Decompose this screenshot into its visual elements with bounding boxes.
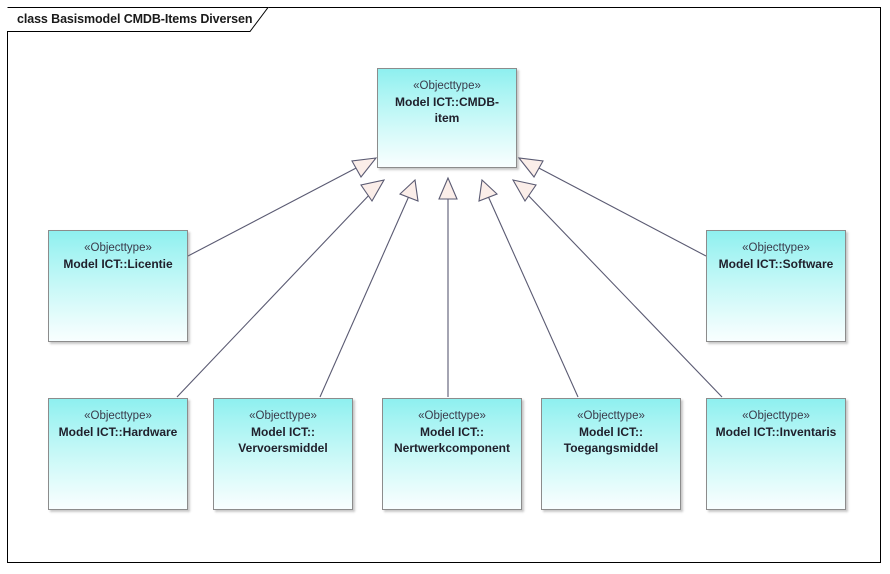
class-name-line-1: Model ICT::Licentie — [63, 257, 173, 271]
class-name-line-1: Model ICT:: — [579, 425, 643, 439]
class-name-line-1: Model ICT::CMDB- — [395, 95, 499, 109]
class-stereotype: «Objecttype» — [249, 410, 317, 422]
class-name-line-1: Model ICT::Inventaris — [715, 425, 837, 439]
diagram-title-tab: class Basismodel CMDB-Items Diversen — [7, 7, 269, 32]
class-node-software[interactable]: «Objecttype» Model ICT::Software — [706, 230, 846, 342]
class-node-inventaris[interactable]: «Objecttype» Model ICT::Inventaris — [706, 398, 846, 510]
class-stereotype: «Objecttype» — [742, 242, 810, 254]
class-stereotype: «Objecttype» — [84, 410, 152, 422]
class-node-hardware[interactable]: «Objecttype» Model ICT::Hardware — [48, 398, 188, 510]
class-name-line-2: Vervoersmiddel — [238, 441, 328, 455]
diagram-title: class Basismodel CMDB-Items Diversen — [17, 12, 253, 26]
title-tab-outline — [7, 7, 269, 32]
class-stereotype: «Objecttype» — [742, 410, 810, 422]
class-name-line-2: item — [434, 111, 460, 125]
class-name-line-1: Model ICT:: — [251, 425, 315, 439]
class-stereotype: «Objecttype» — [418, 410, 486, 422]
class-name-line-2: Toegangsmiddel — [563, 441, 659, 455]
class-name-line-2: Nertwerkcomponent — [393, 441, 511, 455]
class-stereotype: «Objecttype» — [84, 242, 152, 254]
title-tab-background — [7, 7, 269, 31]
class-node-vervoersmiddel[interactable]: «Objecttype» Model ICT:: Vervoersmiddel — [213, 398, 353, 510]
diagram-frame — [7, 7, 881, 563]
class-name-line-1: Model ICT:: — [420, 425, 484, 439]
class-name-line-1: Model ICT::Hardware — [58, 425, 178, 439]
class-node-licentie[interactable]: «Objecttype» Model ICT::Licentie — [48, 230, 188, 342]
class-node-nertwerkcomponent[interactable]: «Objecttype» Model ICT:: Nertwerkcompone… — [382, 398, 522, 510]
class-stereotype: «Objecttype» — [413, 80, 481, 92]
class-name-line-1: Model ICT::Software — [718, 257, 834, 271]
class-node-toegangsmiddel[interactable]: «Objecttype» Model ICT:: Toegangsmiddel — [541, 398, 681, 510]
class-node-cmdb-item[interactable]: «Objecttype» Model ICT::CMDB- item — [377, 68, 517, 168]
class-stereotype: «Objecttype» — [577, 410, 645, 422]
